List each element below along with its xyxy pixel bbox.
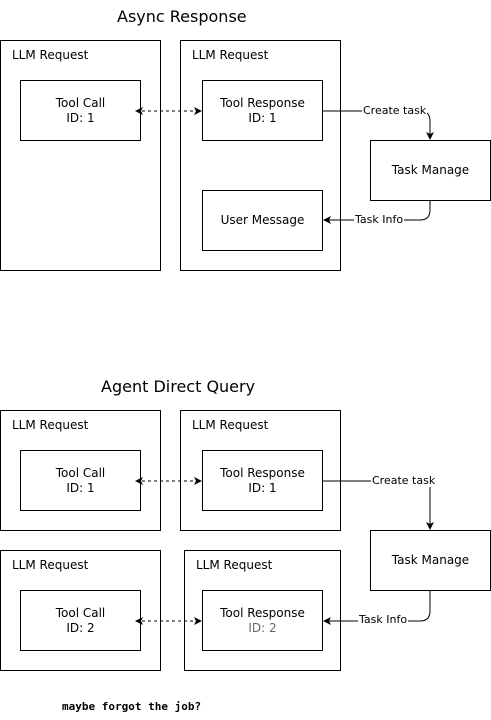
node-text: Tool Response — [220, 465, 305, 480]
node-text: Tool Call — [55, 95, 106, 110]
node-text: Tool Response — [220, 605, 305, 620]
top-task-info-edge — [323, 201, 431, 224]
bottom-tool-response-1-node: Tool Response ID: 1 — [202, 450, 323, 511]
node-id: ID: 2 — [66, 620, 95, 635]
node-text: Tool Response — [220, 95, 305, 110]
node-id: ID: 1 — [248, 110, 277, 125]
node-id: ID: 1 — [66, 480, 95, 495]
bottom-create-task-label: Create task — [371, 474, 437, 487]
frame-label: LLM Request — [12, 48, 89, 62]
node-text: User Message — [220, 213, 305, 227]
bottom-task-info-label: Task Info — [358, 613, 409, 626]
bottom-task-info-edge — [323, 591, 431, 625]
bottom-tool-response-2-node: Tool Response ID: 2 — [202, 590, 323, 651]
bottom-create-task-edge — [323, 480, 434, 530]
frame-label: LLM Request — [196, 558, 273, 572]
frame-label: LLM Request — [12, 558, 89, 572]
top-left-llm-request-frame: LLM Request — [0, 40, 161, 271]
frame-label: LLM Request — [192, 48, 269, 62]
top-tool-response-node: Tool Response ID: 1 — [202, 80, 323, 141]
bottom-task-manage-node: Task Manage — [370, 530, 491, 591]
node-text: Tool Call — [55, 465, 106, 480]
footnote: maybe forgot the job? — [62, 700, 202, 713]
top-user-message-node: User Message — [202, 190, 323, 251]
frame-label: LLM Request — [12, 418, 89, 432]
top-task-info-label: Task Info — [354, 213, 405, 226]
top-title: Async Response — [117, 7, 247, 26]
node-text: Tool Call — [55, 605, 106, 620]
frame-label: LLM Request — [192, 418, 269, 432]
top-create-task-label: Create task — [362, 104, 428, 117]
node-id: ID: 1 — [248, 480, 277, 495]
node-text: Task Manage — [391, 553, 470, 567]
top-task-manage-node: Task Manage — [370, 140, 491, 201]
bottom-tool-call-2-node: Tool Call ID: 2 — [20, 590, 141, 651]
bottom-title: Agent Direct Query — [101, 377, 256, 396]
top-tool-call-node: Tool Call ID: 1 — [20, 80, 141, 141]
node-id: ID: 2 — [248, 620, 277, 635]
node-id: ID: 1 — [66, 110, 95, 125]
node-text: Task Manage — [391, 163, 470, 177]
